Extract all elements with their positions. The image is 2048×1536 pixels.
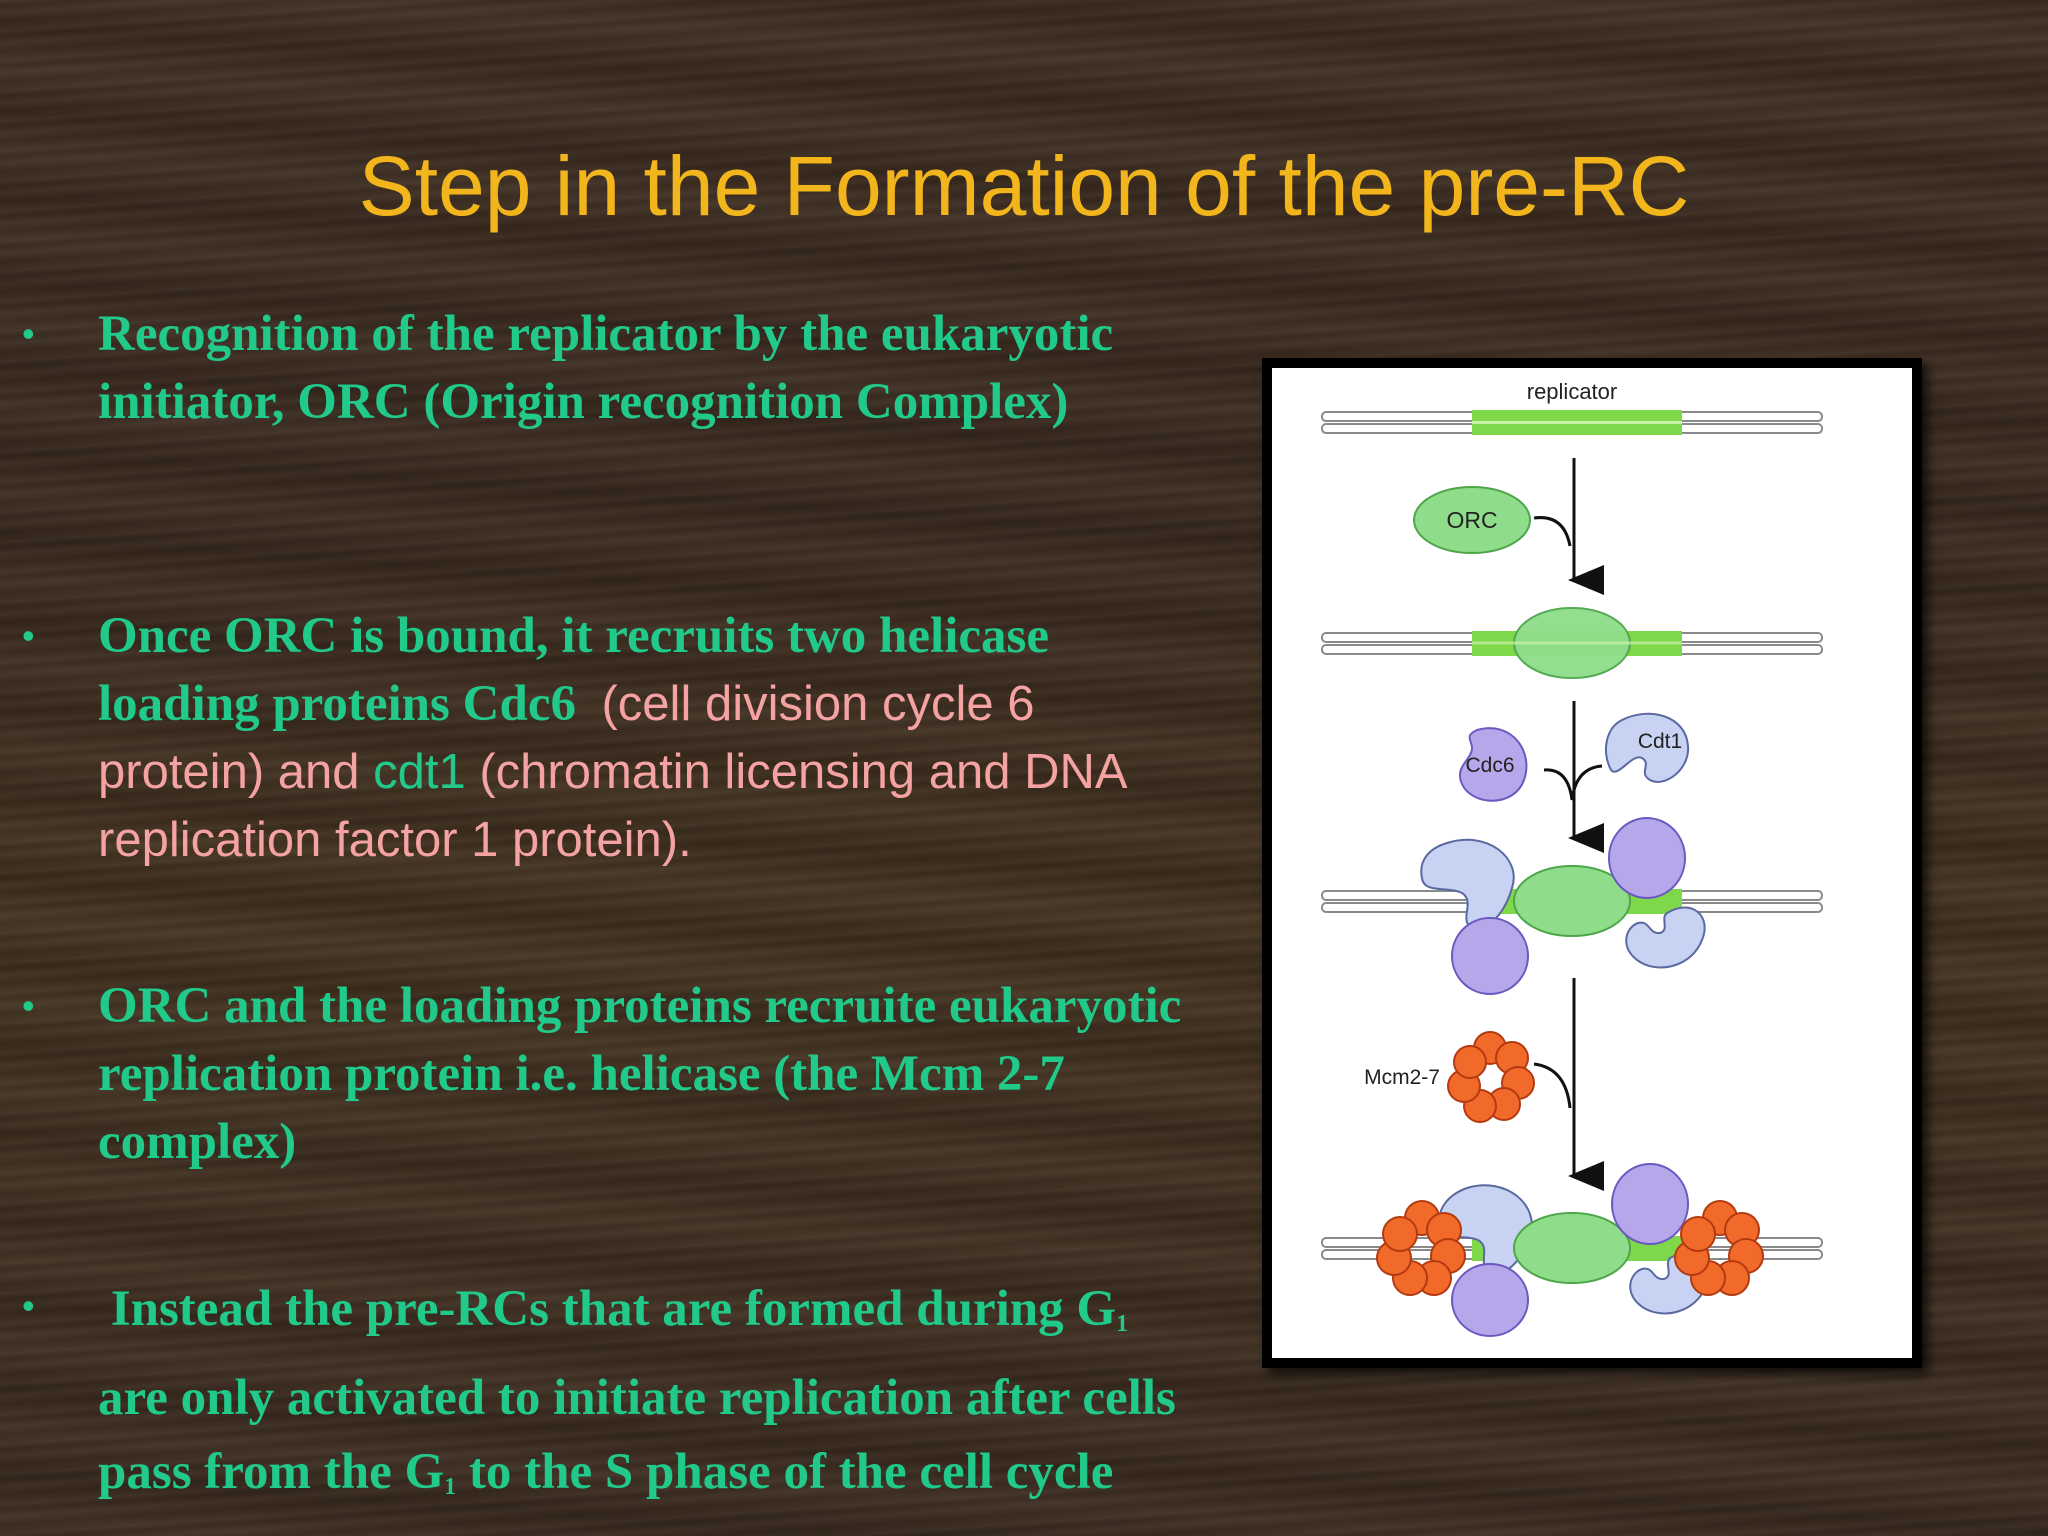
dna-row-3 [1321, 817, 1823, 995]
bullet-4-part-1: Instead the pre-RCs that are formed duri… [110, 1281, 1117, 1337]
arrow-3-branch [1533, 1062, 1572, 1109]
bullet-dot: • [22, 1285, 35, 1326]
orc-label: ORC [1446, 507, 1497, 533]
bullet-4-part-2: are only activated to initiate replicati… [98, 1370, 1176, 1500]
arrow-1-branch [1533, 516, 1572, 547]
figure-frame: replicator ORC Cdc6 [1262, 358, 1922, 1368]
replicator-label: replicator [1527, 379, 1617, 404]
dna-row-2 [1321, 607, 1823, 679]
bullet-dot: • [22, 985, 35, 1026]
cdt1-bound-right [1625, 906, 1706, 969]
cdt1-bound-left [1420, 838, 1515, 931]
arrow-2-branch [1543, 764, 1603, 801]
cdc6-final-right [1611, 1163, 1689, 1245]
cdc6-protein [1459, 727, 1528, 802]
bullet-dot: • [22, 615, 35, 656]
cdc6-label: Cdc6 [1465, 754, 1514, 777]
mcm-label: Mcm2-7 [1364, 1066, 1440, 1089]
orc-protein [1413, 486, 1531, 554]
dna-row-4 [1321, 1163, 1823, 1337]
subscript: 1 [1116, 1311, 1129, 1337]
orc-bound-row-3 [1513, 865, 1631, 937]
bullet-2-bold: Once ORC is bound, it recruits two helic… [98, 608, 1050, 732]
mcm-final-right [1674, 1200, 1764, 1296]
bullet-text-1: Recognition of the replicator by the euk… [98, 306, 1114, 430]
bullet-text-3: ORC and the loading proteins recruite eu… [98, 978, 1182, 1170]
pre-rc-diagram: replicator ORC Cdc6 [1272, 368, 1912, 1358]
bullet-dot: • [22, 313, 35, 354]
dna-row-1 [1321, 410, 1823, 435]
mcm-complex [1447, 1031, 1535, 1123]
bullet-2-green: cdt1 [373, 745, 466, 799]
slide-title: Step in the Formation of the pre-RC [358, 139, 1690, 233]
subscript: 1 [444, 1474, 457, 1500]
bullet-2-pink-2: (chromatin licensing and DNA replication… [98, 745, 1125, 867]
cdc6-bound-left [1451, 917, 1529, 995]
bullet-text-2: Once ORC is bound, it recruits two helic… [98, 602, 1208, 874]
bullet-text-4: Instead the pre-RCs that are formed duri… [98, 1272, 1208, 1524]
cdt1-protein [1605, 712, 1690, 783]
bullet-4-part-3: to the S phase of the cell cycle [456, 1444, 1114, 1500]
cdc6-bound-right [1608, 817, 1686, 899]
cdc6-final-left [1451, 1263, 1529, 1337]
mcm-final-left [1376, 1200, 1466, 1296]
orc-final [1513, 1212, 1631, 1284]
bullet-2-pink-1: (cell division cycle 6 protein) and [98, 677, 1035, 799]
cdt1-label: Cdt1 [1638, 730, 1682, 753]
pre-rc-diagram-svg: replicator ORC Cdc6 [1321, 379, 1823, 1337]
